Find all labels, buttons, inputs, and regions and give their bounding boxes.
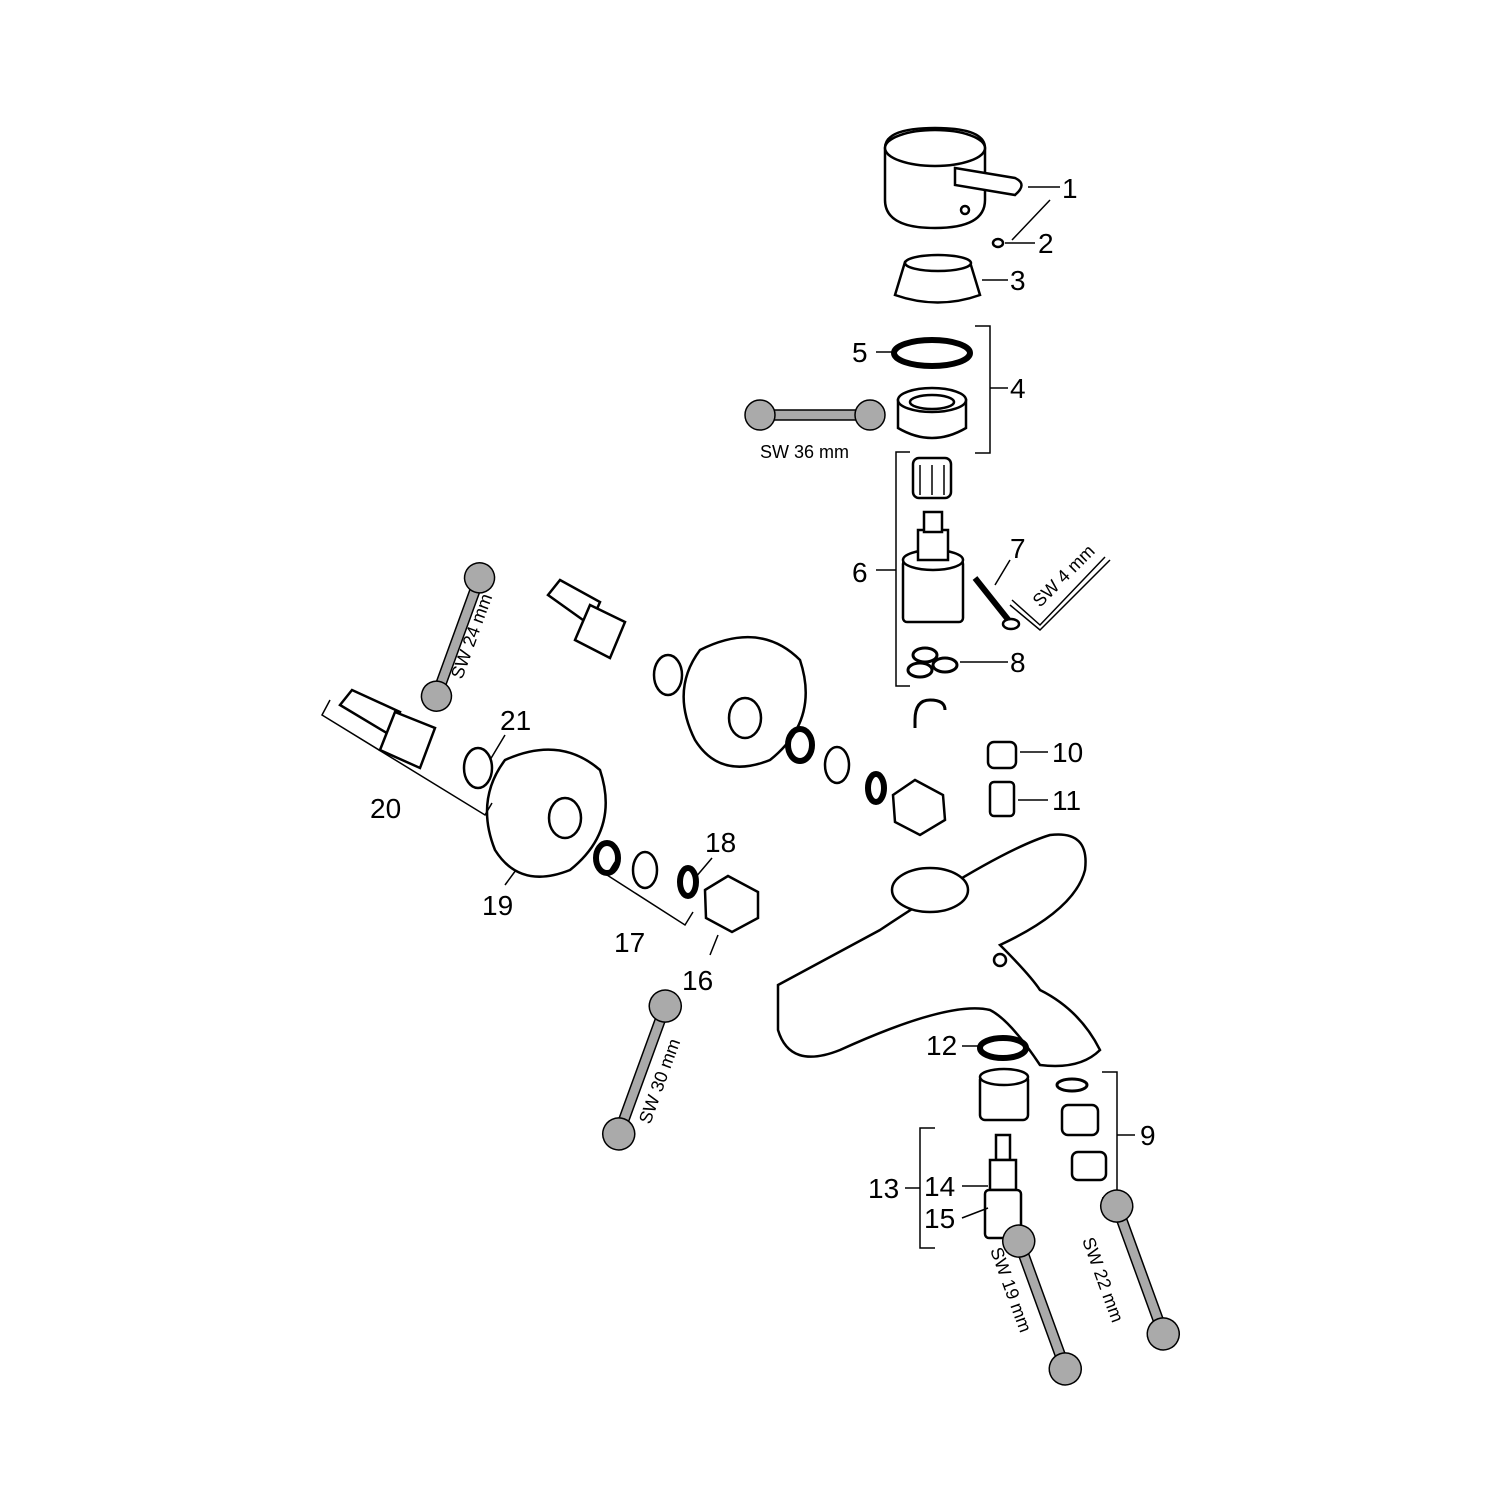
- leader-lines: [489, 186, 1135, 1219]
- part-o-ring: [891, 337, 973, 369]
- part-aerator: [1055, 1077, 1108, 1182]
- label-part-18: 18: [705, 827, 736, 858]
- label-part-20: 20: [370, 793, 401, 824]
- label-part-1: 1: [1062, 173, 1078, 204]
- bracket-17: [605, 861, 694, 927]
- label-part-2: 2: [1038, 228, 1054, 259]
- wrench-sw22-icon: [1099, 1189, 1181, 1351]
- label-part-15: 15: [924, 1203, 955, 1234]
- label-part-11: 11: [1052, 785, 1081, 816]
- label-part-17: 17: [614, 927, 645, 958]
- label-part-4: 4: [1010, 373, 1026, 404]
- part-seals: [906, 646, 959, 679]
- label-part-13: 13: [868, 1173, 899, 1204]
- part-cartridge: [901, 510, 965, 624]
- part-eccentric-lower: [338, 688, 760, 934]
- label-part-8: 8: [1010, 647, 1026, 678]
- label-part-7: 7: [1010, 533, 1026, 564]
- label-part-16: 16: [682, 965, 713, 996]
- label-part-10: 10: [1052, 737, 1083, 768]
- label-sw22: SW 22 mm: [1078, 1235, 1127, 1325]
- label-part-5: 5: [852, 337, 868, 368]
- label-part-9: 9: [1140, 1120, 1156, 1151]
- part-handle: [883, 126, 1023, 230]
- bracket-6: [895, 451, 910, 687]
- label-part-3: 3: [1010, 265, 1026, 296]
- wrench-sw24-icon: [420, 562, 496, 712]
- part-spline-adapter: [911, 456, 953, 500]
- bracket-20: [321, 699, 493, 817]
- label-part-14: 14: [924, 1171, 955, 1202]
- wrench-sw19-icon: [1001, 1224, 1083, 1386]
- part-diverter-nut: [978, 1067, 1030, 1122]
- part-mixer-body: [776, 833, 1102, 1068]
- part-screw: [972, 576, 1021, 631]
- label-part-19: 19: [482, 890, 513, 921]
- part-diverter-cartridge: [983, 1133, 1023, 1240]
- allen-key-icon: [1009, 556, 1111, 632]
- part-nut: [896, 386, 968, 440]
- part-cover-cap: [893, 253, 982, 304]
- label-part-12: 12: [926, 1030, 957, 1061]
- label-part-21: 21: [500, 705, 531, 736]
- wrench-sw36-icon: [744, 399, 886, 431]
- part-eccentric-upper: [546, 578, 947, 837]
- part-o-ring-12: [977, 1035, 1029, 1061]
- part-cap: [986, 740, 1018, 818]
- bracket-4: [975, 325, 991, 454]
- label-sw36: SW 36 mm: [760, 442, 849, 462]
- part-grub-screw: [991, 237, 1005, 249]
- wrench-sw30-icon: [601, 989, 683, 1151]
- label-part-6: 6: [852, 557, 868, 588]
- part-clip: [913, 698, 947, 728]
